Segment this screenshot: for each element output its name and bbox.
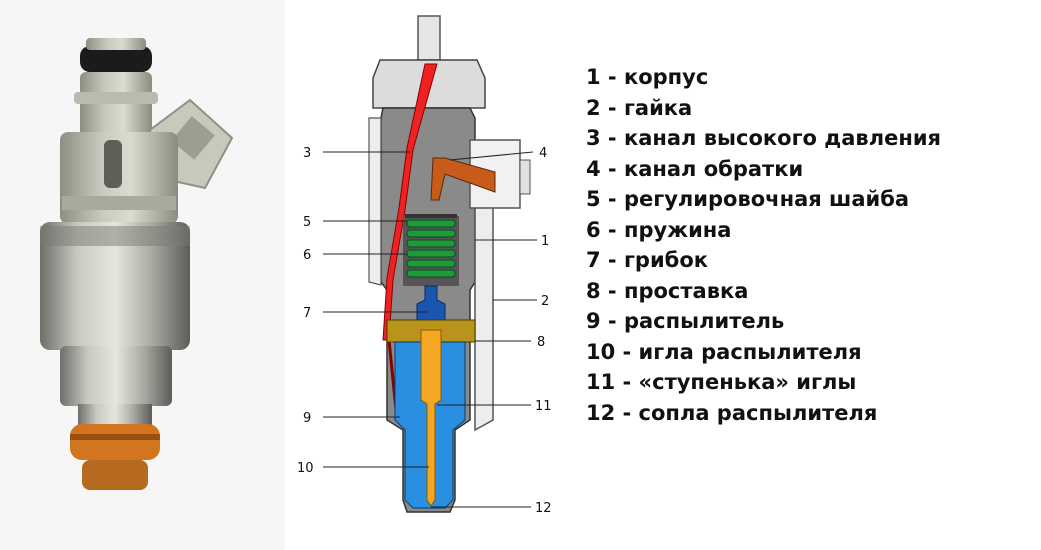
spring	[406, 219, 456, 278]
legend-item: 3 - канал высокого давления	[586, 126, 942, 150]
legend-item: 7 - грибок	[586, 248, 709, 272]
callout-label-8: 8	[537, 335, 545, 350]
return-channel	[430, 157, 496, 201]
callout-label-12: 12	[535, 501, 552, 516]
bottom-o-ring	[70, 424, 160, 460]
callout-label-11: 11	[535, 399, 552, 414]
top-fitting	[417, 15, 441, 61]
legend-item: 9 - распылитель	[586, 309, 785, 333]
metal-body	[40, 222, 190, 350]
callout-label-2: 2	[541, 294, 549, 309]
callout-label-3: 3	[303, 146, 311, 161]
callout-label-5: 5	[303, 215, 311, 230]
legend-item: 6 - пружина	[586, 217, 732, 242]
legend-item: 12 - сопла распылителя	[586, 400, 878, 425]
callout-label-10: 10	[297, 461, 314, 476]
nut	[474, 178, 494, 432]
callout-label-1: 1	[541, 234, 549, 249]
callout-label-9: 9	[303, 411, 311, 426]
callout-label-6: 6	[303, 248, 311, 263]
needle	[420, 329, 442, 507]
legend-item: 8 - проставка	[586, 278, 749, 303]
top-o-ring	[80, 46, 152, 72]
legend-item: 10 - игла распылителя	[586, 339, 862, 364]
adjusting-shim	[405, 214, 457, 218]
upper-plastic-body	[80, 72, 152, 142]
parts-legend: 1 - корпус 2 - гайка 3 - канал высокого …	[586, 62, 941, 428]
injector-cross-section: 3 4 1 5 6 2 7 8 9 11 10 12	[297, 15, 552, 516]
injector-photo	[0, 0, 285, 550]
legend-item: 5 - регулировочная шайба	[586, 187, 910, 211]
legend-item: 1 - корпус	[586, 65, 709, 89]
legend-item: 2 - гайка	[586, 95, 693, 120]
callout-label-4: 4	[539, 146, 547, 161]
callout-label-7: 7	[303, 306, 311, 321]
callout-line-4	[449, 151, 534, 161]
legend-item: 4 - канал обратки	[586, 156, 804, 181]
legend-item: 11 - «ступенька» иглы	[586, 370, 857, 394]
